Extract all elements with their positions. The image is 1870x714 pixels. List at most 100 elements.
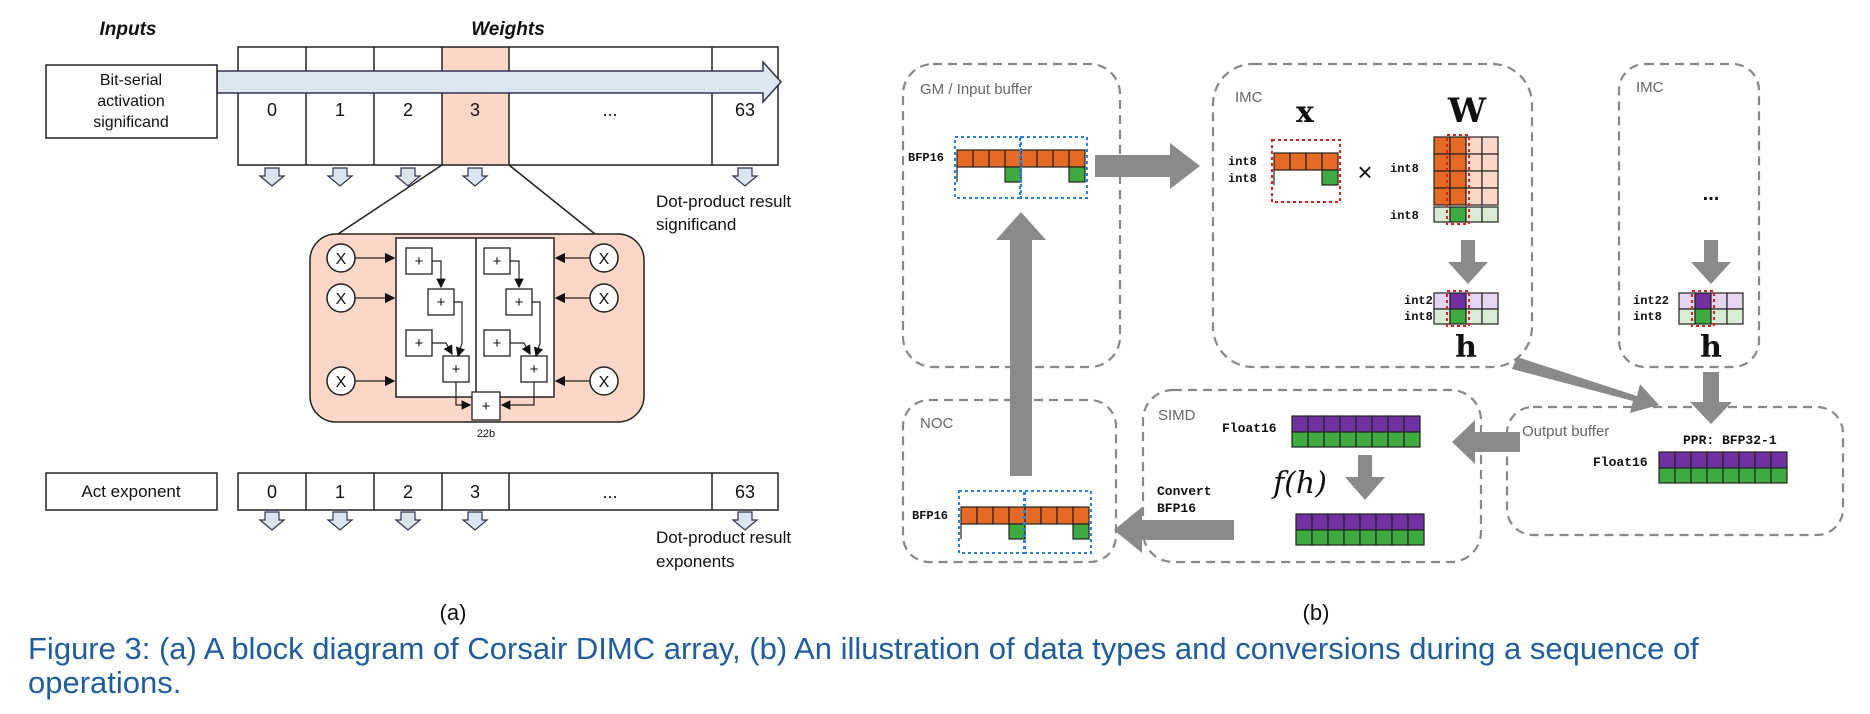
inputs-header: Inputs [100, 19, 157, 40]
output-format: Float16 [1593, 455, 1648, 470]
weights-header: Weights [471, 19, 545, 40]
multiplier-icon: X [326, 243, 356, 273]
result-exponents-line1: Dot-product result [656, 528, 791, 547]
multiplier-icon: X [326, 283, 356, 313]
output-buffer-container [1505, 405, 1845, 537]
adder-icon: + [442, 355, 470, 383]
exponent-column-label: 0 [267, 482, 277, 502]
result-significand-line2: significand [656, 215, 736, 234]
column-label: 1 [335, 100, 345, 120]
noc-bfp16-block [958, 490, 1092, 554]
imc1-w-matrix [1433, 134, 1499, 225]
zoom-line-right [508, 164, 596, 235]
imc1-x-label2: int8 [1228, 172, 1257, 186]
exponent-column-label: 63 [735, 482, 755, 502]
arrow-w-to-h [1448, 240, 1488, 284]
adder-icon: + [483, 247, 511, 275]
exponent-box [45, 472, 218, 511]
arrow-gm-to-imc [1095, 143, 1200, 189]
imc2-out-label2: int8 [1633, 310, 1662, 324]
multiplier-connectors [355, 252, 590, 387]
gm-format: BFP16 [908, 151, 944, 165]
x-symbol: x [1296, 95, 1315, 130]
output-arrows-top [258, 167, 759, 187]
weights-table-dividers [305, 47, 713, 165]
exponent-column-label: 3 [470, 482, 480, 502]
imc2-output-block [1678, 290, 1744, 327]
h-symbol: h [1455, 330, 1477, 365]
column-label: 0 [267, 100, 277, 120]
highlighted-column [442, 47, 509, 165]
dataflow-arrows [996, 143, 1732, 553]
svg-text:+: + [493, 335, 502, 352]
simd-output-block [1295, 513, 1425, 546]
svg-text:X: X [336, 291, 347, 308]
adder-icon: + [505, 288, 533, 316]
multipliers: X X X X X X [326, 243, 619, 396]
imc1-output-block [1433, 290, 1499, 327]
simd-container [1141, 388, 1483, 564]
svg-text:+: + [482, 398, 491, 415]
column-label: ... [602, 100, 617, 120]
simd-input-block [1291, 415, 1421, 448]
input-box-line1: Bit-serial [100, 72, 162, 89]
column-label: 2 [403, 100, 413, 120]
panel-a-sublabel: (a) [440, 600, 467, 625]
simd-title: SIMD [1158, 407, 1196, 424]
svg-text:X: X [336, 374, 347, 391]
output-float16-block [1658, 451, 1788, 484]
adder-icon: + [427, 288, 455, 316]
column-label: 63 [735, 100, 755, 120]
noc-format: BFP16 [912, 509, 948, 523]
noc-title: NOC [920, 415, 954, 432]
svg-text:+: + [437, 294, 446, 311]
adder-tree-width: 22b [477, 428, 495, 440]
multiplier-icon: X [326, 366, 356, 396]
adder-icon: + [405, 247, 433, 275]
svg-text:X: X [336, 251, 347, 268]
w-symbol: W [1447, 91, 1487, 131]
svg-text:+: + [415, 253, 424, 270]
imc1-w-label2: int8 [1390, 209, 1419, 223]
adder-icon: + [520, 355, 548, 383]
convert-line1: Convert [1157, 484, 1212, 499]
zoom-line-left [337, 164, 443, 235]
multiplier-icon: X [589, 243, 619, 273]
arrow-imc1-to-output [1512, 357, 1659, 413]
imc1-w-label1: int8 [1390, 162, 1419, 176]
final-adder-icon: + [471, 391, 501, 421]
adder-icon: + [483, 329, 511, 357]
imc1-x-block [1271, 139, 1341, 203]
adders: + + + + + + + + + [405, 247, 548, 421]
svg-text:+: + [452, 361, 461, 378]
arrow-output-to-simd [1452, 420, 1520, 464]
svg-text:X: X [599, 291, 610, 308]
arrow-imc2-to-h [1691, 240, 1731, 284]
imc1-out-label2: int8 [1404, 310, 1433, 324]
panel-a: Inputs Weights Bit-serial activation sig… [45, 19, 791, 625]
svg-text:+: + [530, 361, 539, 378]
exponent-table-dividers [305, 473, 713, 510]
gm-bfp16-block [954, 136, 1088, 199]
simd-format: Float16 [1222, 421, 1277, 436]
exponent-column-label: 1 [335, 482, 345, 502]
panel-b: GM / Input buffer IMC IMC NOC SIMD Outpu… [901, 62, 1845, 625]
arrow-simd-function [1345, 455, 1385, 500]
figure-caption: Figure 3: (a) A block diagram of Corsair… [28, 631, 1699, 700]
panel-b-sublabel: (b) [1303, 600, 1330, 625]
input-box-line3: significand [93, 114, 169, 131]
output-ppr: PPR: BFP32-1 [1683, 433, 1777, 448]
imc1-out-label1: int22 [1404, 294, 1440, 308]
arrow-noc-to-gm [996, 212, 1046, 476]
svg-text:+: + [515, 294, 524, 311]
multiplier-icon: X [589, 283, 619, 313]
adder-icon: + [405, 329, 433, 357]
simd-function: f(h) [1271, 466, 1327, 501]
svg-text:+: + [493, 253, 502, 270]
svg-text:X: X [599, 374, 610, 391]
arrow-simd-to-noc [1114, 507, 1234, 553]
column-label: 3 [470, 100, 480, 120]
gm-title: GM / Input buffer [920, 81, 1032, 98]
input-box [45, 64, 218, 139]
